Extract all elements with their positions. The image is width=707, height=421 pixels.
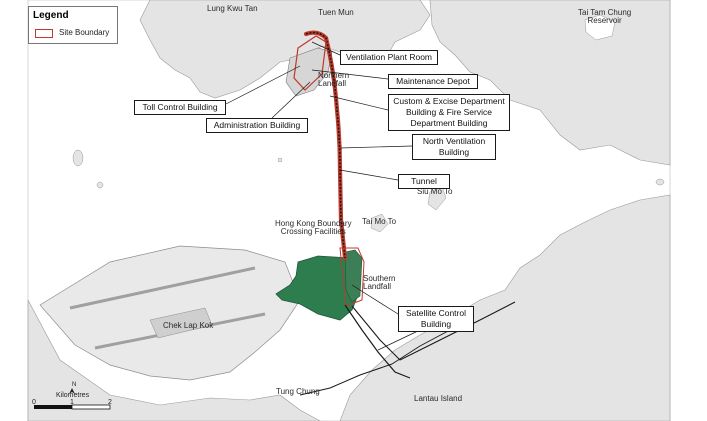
lantau-land: [339, 194, 671, 421]
place-tai-mo-to: Tai Mo To: [362, 217, 397, 226]
road: [351, 301, 516, 361]
island: [72, 149, 84, 167]
place-tung-chung: Tung Chung: [276, 387, 320, 396]
place-tuen-mun: Tuen Mun: [318, 8, 354, 17]
site-boundary-swatch: [35, 29, 53, 38]
scale-bar: N Kilometres 0 1 2: [32, 382, 112, 410]
north-arrow-label: N: [72, 382, 76, 388]
northern-landfall-land: [285, 47, 333, 97]
road: [344, 304, 411, 379]
reservoir: [584, 14, 616, 41]
leader-line: [311, 41, 341, 56]
island: [655, 178, 665, 186]
place-lung-kwu-tan: Lung Kwu Tan: [207, 4, 258, 13]
callout-maintenance-depot: Maintenance Depot: [388, 74, 478, 89]
place-northern-landfall: Northern Landfall: [318, 71, 350, 88]
scale-tick-2: 2: [108, 399, 112, 406]
tunnel-alignment: [305, 31, 346, 259]
site-boundary-north: [293, 35, 327, 91]
place-siu-mo-to: Siu Mo To: [417, 187, 453, 196]
leader-line: [329, 95, 389, 111]
place-tai-tam-chung-reservoir: Tai Tam Chung Reservoir: [578, 8, 632, 25]
callout-tunnel: Tunnel: [398, 174, 450, 189]
scale-unit-label: Kilometres: [56, 392, 90, 399]
tai-mo-to-island: [370, 213, 389, 233]
leader-line: [225, 65, 301, 105]
leader-line: [339, 169, 399, 181]
road: [299, 363, 393, 396]
tuen-mun-land: [139, 0, 431, 99]
legend-title: Legend: [33, 10, 69, 21]
tung-chung-land: [27, 299, 321, 421]
leader-line: [311, 69, 389, 80]
legend: Legend Site Boundary: [28, 6, 118, 44]
place-chek-lap-kok: Chek Lap Kok: [163, 321, 214, 330]
runway-north: [69, 266, 256, 310]
leader-line: [271, 81, 311, 119]
island: [96, 181, 104, 189]
north-arrow-icon: [69, 388, 75, 394]
legend-item-site-boundary: Site Boundary: [59, 28, 110, 37]
leader-line: [351, 284, 399, 315]
place-lantau-island: Lantau Island: [414, 394, 463, 403]
scale-tick-1: 1: [70, 399, 74, 406]
site-boundary-south: [339, 247, 365, 307]
callout-north-ventilation-building: North Ventilation Building: [412, 134, 496, 160]
callout-customs-fire-service-building: Custom & Excise Department Building & Fi…: [388, 94, 510, 131]
callout-toll-control-building: Toll Control Building: [134, 100, 226, 115]
leader-line: [377, 329, 421, 351]
place-southern-landfall: Southern Landfall: [363, 274, 396, 291]
leader-line: [339, 145, 413, 149]
road: [391, 329, 451, 365]
callout-ventilation-plant-room: Ventilation Plant Room: [340, 50, 438, 65]
northeast-land: [429, 0, 671, 166]
scale-tick-0: 0: [32, 399, 36, 406]
place-hkbcf: Hong Kong Boundary Crossing Facilities: [275, 219, 352, 236]
island: [277, 157, 283, 163]
callout-administration-building: Administration Building: [206, 118, 308, 133]
terminal: [149, 307, 213, 339]
callout-satellite-control-building: Satellite Control Building: [398, 306, 474, 332]
